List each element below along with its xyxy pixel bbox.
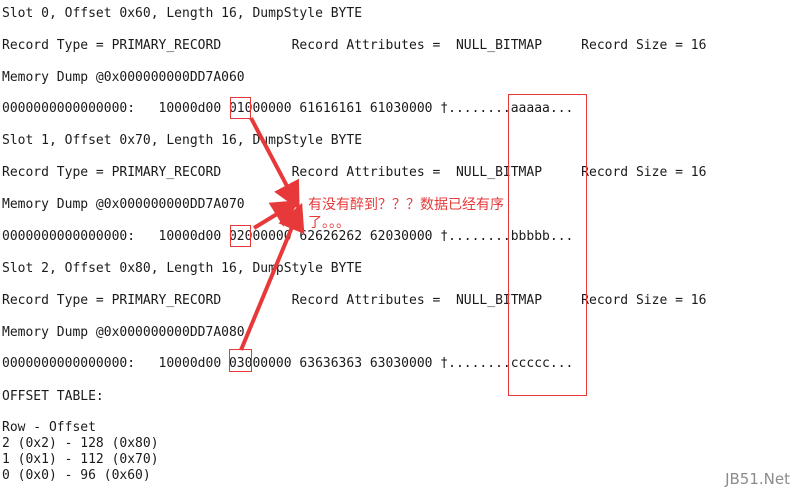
offset-table-row: 1 (0x1) - 112 (0x70) bbox=[2, 452, 159, 467]
offset-table-row: 2 (0x2) - 128 (0x80) bbox=[2, 436, 159, 451]
slot-2-header: Slot 2, Offset 0x80, Length 16, DumpStyl… bbox=[2, 261, 363, 276]
slot-0-highlight-box bbox=[230, 97, 251, 119]
slot-1-highlight-box bbox=[230, 225, 251, 247]
slot-1-record-info: Record Type = PRIMARY_RECORD Record Attr… bbox=[2, 165, 707, 180]
slot-1-memory-address: Memory Dump @0x000000000DD7A070 bbox=[2, 197, 245, 212]
slot-2-highlight-box bbox=[229, 349, 252, 372]
annotation-note: 有没有醉到？？？数据已经有序了。。。 bbox=[308, 197, 504, 231]
slot-0-header: Slot 0, Offset 0x60, Length 16, DumpStyl… bbox=[2, 6, 363, 21]
data-column-highlight-box bbox=[508, 94, 587, 396]
slot-2-record-info: Record Type = PRIMARY_RECORD Record Attr… bbox=[2, 293, 707, 308]
slot-0-hex-dump: 0000000000000000: 10000d00 01000000 6161… bbox=[2, 101, 574, 116]
offset-table-title: OFFSET TABLE: bbox=[2, 389, 104, 404]
slot-2-hex-dump: 0000000000000000: 10000d00 03000000 6363… bbox=[2, 356, 574, 371]
slot-0-record-info: Record Type = PRIMARY_RECORD Record Attr… bbox=[2, 38, 707, 53]
offset-table-header: Row - Offset bbox=[2, 420, 96, 435]
slot-2-memory-address: Memory Dump @0x000000000DD7A080 bbox=[2, 325, 245, 340]
slot-1-header: Slot 1, Offset 0x70, Length 16, DumpStyl… bbox=[2, 133, 363, 148]
offset-table-row: 0 (0x0) - 96 (0x60) bbox=[2, 468, 151, 483]
watermark: JB51.Net bbox=[725, 470, 790, 488]
slot-0-memory-address: Memory Dump @0x000000000DD7A060 bbox=[2, 70, 245, 85]
